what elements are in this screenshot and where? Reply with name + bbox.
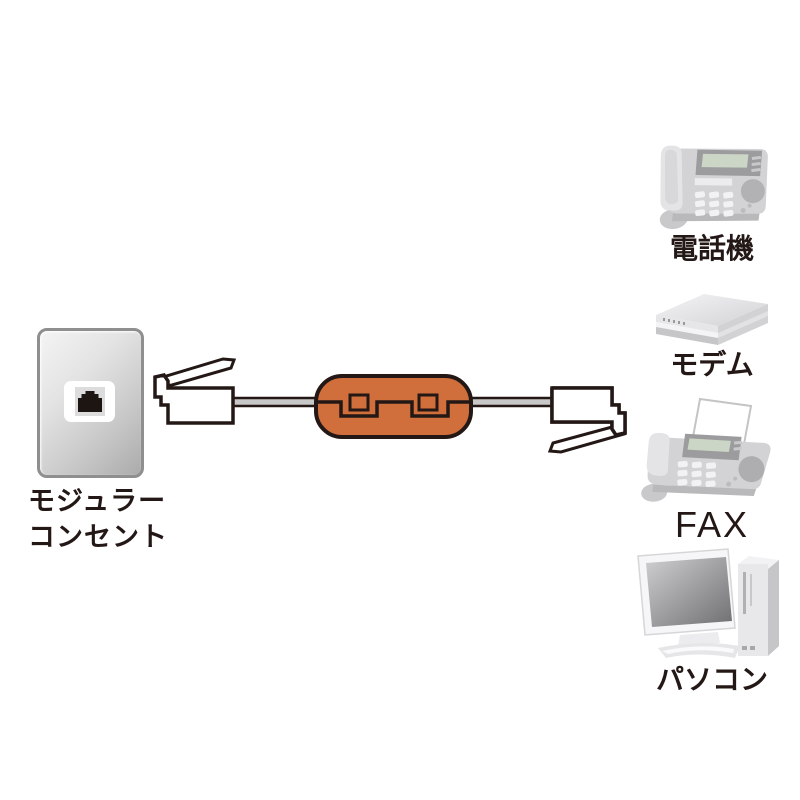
telephone-label: 電話機 (669, 233, 754, 264)
capsule-latch-left (348, 393, 370, 412)
noise-filter-capsule (314, 374, 473, 439)
fax-label: FAX (674, 504, 750, 545)
capsule-seam (316, 400, 471, 418)
telephone-icon (659, 145, 768, 230)
outlet-label-line1: モジュラー (28, 486, 167, 516)
computer-label: パソコン (655, 664, 768, 695)
modular-jack-frame (64, 381, 115, 422)
outlet-label-line2: コンセント (28, 521, 168, 552)
computer-icon (637, 548, 779, 658)
modular-jack-icon (78, 391, 102, 412)
fax-icon (641, 397, 771, 502)
rj11-plug-right-icon (547, 386, 627, 454)
capsule-latch-right (417, 393, 439, 412)
outlet-label: モジュラー コンセント (28, 484, 168, 555)
cable-assembly (153, 357, 627, 454)
rj11-plug-left-icon (153, 357, 237, 425)
modem-label: モデム (670, 349, 754, 380)
modem-icon (656, 294, 768, 345)
modular-outlet-plate (37, 328, 144, 478)
modular-jack-socket (75, 387, 105, 416)
